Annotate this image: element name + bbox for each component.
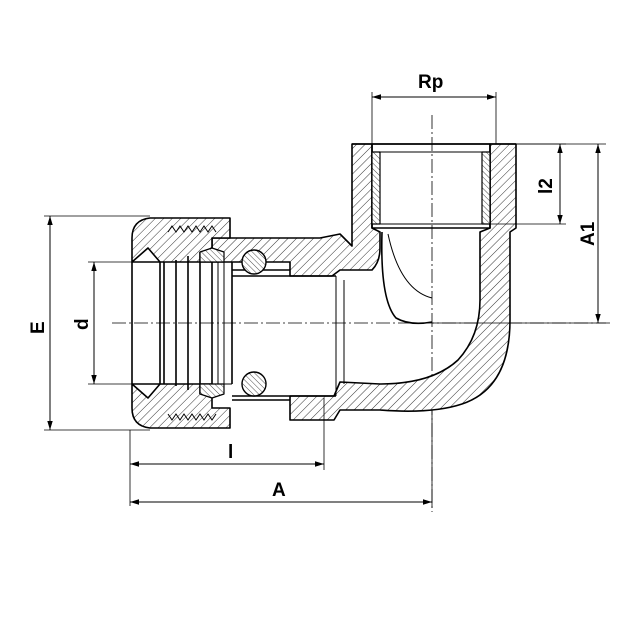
elbow-body: [211, 143, 517, 421]
dim-a1-label: A1: [578, 221, 599, 246]
nut-thread-bottom: [167, 413, 217, 421]
nut-bore: [132, 261, 161, 385]
flow-channel-curve: [380, 231, 433, 325]
body-upper-wall: [211, 143, 381, 277]
nut-thread-top: [167, 225, 217, 233]
threaded-socket: [352, 143, 516, 229]
dimensions: Rp l2 A1 E d l A: [28, 72, 606, 508]
dim-rp-label: Rp: [418, 72, 443, 93]
dim-a-label: A: [272, 480, 286, 501]
ring-section-bottom: [199, 383, 225, 399]
socket-thread-right: [481, 151, 491, 225]
body-outer-curve: [289, 143, 517, 421]
compression-end: [131, 217, 290, 429]
flow-inner-line: [387, 233, 433, 299]
dim-l-label: l: [228, 442, 233, 463]
ring-section-top: [199, 247, 225, 263]
socket-thread: [372, 151, 490, 225]
dim-l2-label: l2: [536, 178, 557, 194]
dim-d-label: d: [72, 318, 93, 330]
socket-mouth: [371, 143, 491, 229]
dim-e-label: E: [28, 321, 49, 334]
o-ring-bottom: [241, 371, 267, 397]
o-ring-top: [241, 249, 267, 275]
socket-thread-left: [371, 151, 381, 225]
